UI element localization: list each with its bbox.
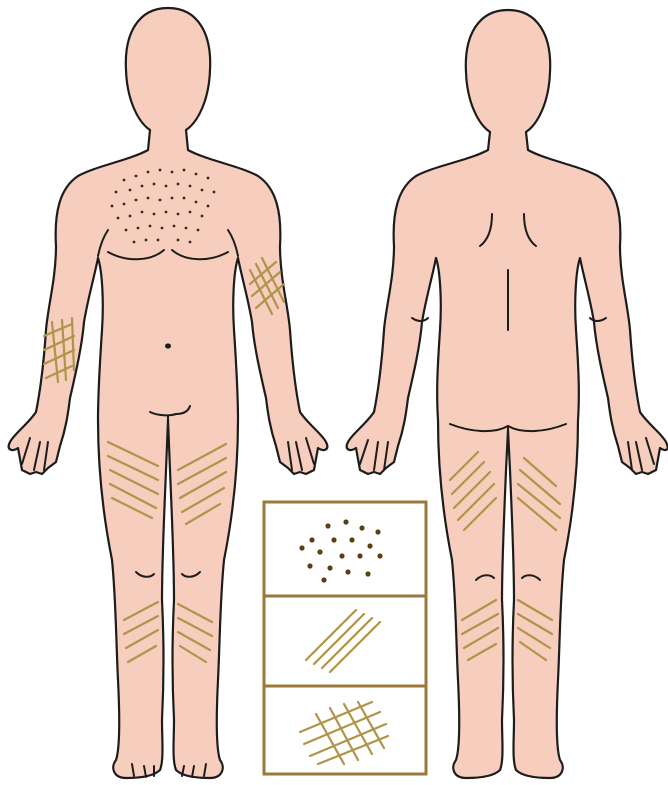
pattern-legend [264,502,426,774]
navel-mark [165,343,171,348]
legend-frame [264,502,426,774]
